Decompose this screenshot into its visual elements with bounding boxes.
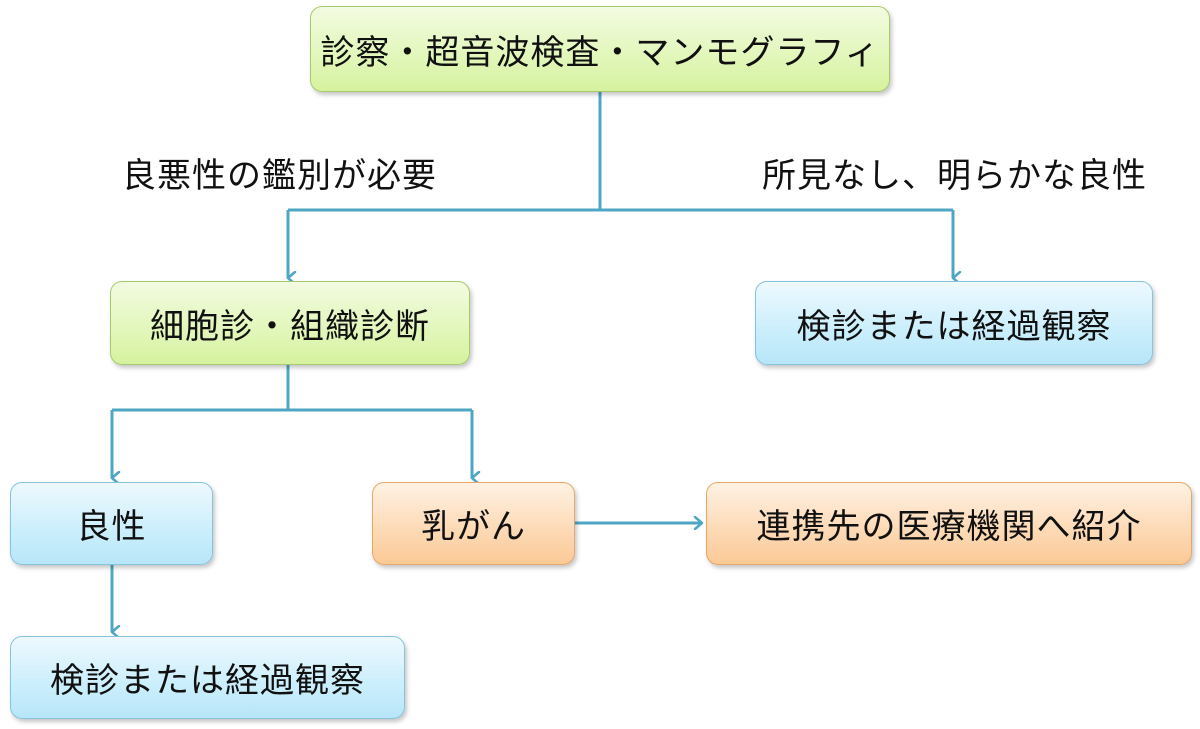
node-initial-exam: 診察・超音波検査・マンモグラフィ [310, 6, 890, 92]
node-checkup-right: 検診または経過観察 [755, 281, 1153, 365]
node-benign: 良性 [10, 482, 213, 565]
node-biopsy: 細胞診・組織診断 [110, 281, 470, 365]
node-referral: 連携先の医療機関へ紹介 [706, 482, 1192, 565]
node-breast-cancer: 乳がん [372, 482, 575, 565]
branch-label-no-findings: 所見なし、明らかな良性 [762, 156, 1147, 196]
branch-label-needs-differentiation: 良悪性の鑑別が必要 [122, 156, 437, 196]
node-checkup-bottom: 検診または経過観察 [10, 636, 405, 719]
